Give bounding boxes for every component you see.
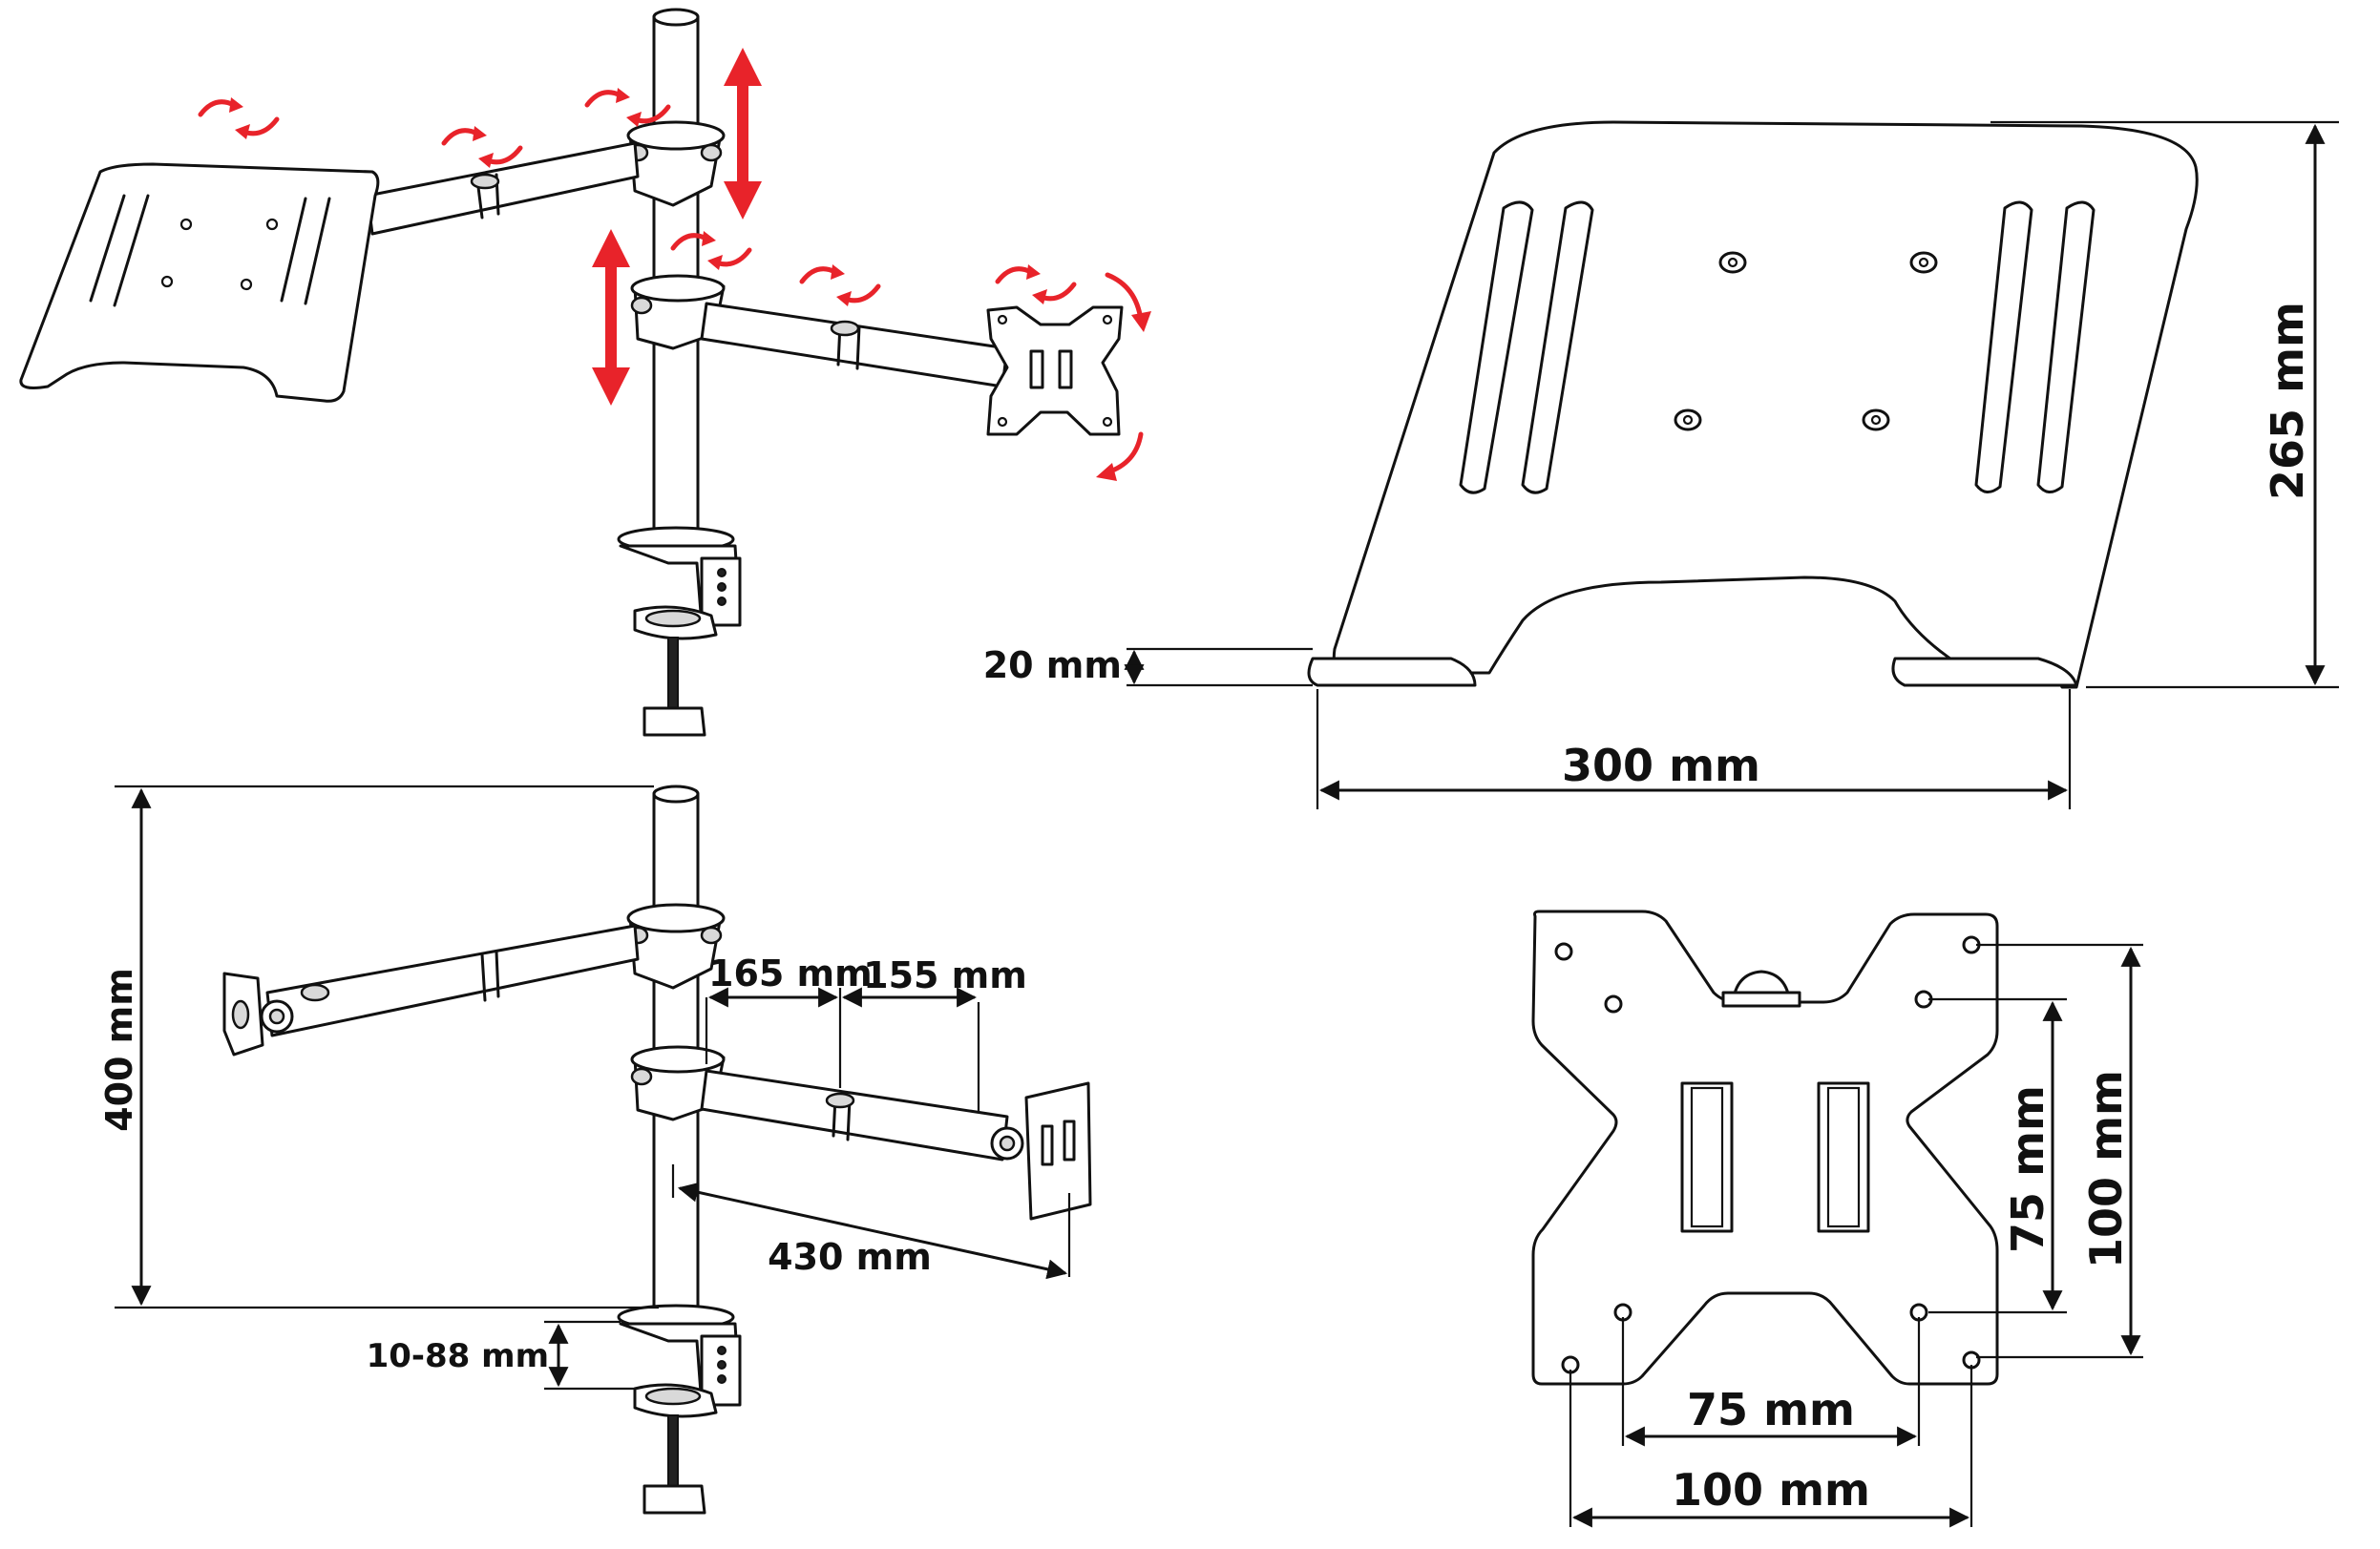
laptop-tray-drawing: 265 mm 20 mm 300 mm: [983, 120, 2339, 809]
mount-illustration-bottom: 400 mm 165 mm 155 mm 430 mm 10-88 mm: [98, 785, 1092, 1515]
tray-width-label: 300 mm: [1562, 740, 1760, 791]
arm-segment-1-label: 165 mm: [708, 952, 873, 994]
vesa-inner-vertical-label: 75 mm: [2002, 1085, 2054, 1253]
pole-height-label: 400 mm: [98, 968, 140, 1132]
tray-lip-height-label: 20 mm: [983, 644, 1122, 686]
rotation-arrow-icons: [198, 88, 1151, 481]
clamp-range-label: 10-88 mm: [367, 1337, 549, 1375]
tray-height-label: 265 mm: [2262, 302, 2313, 500]
mount-illustration-top: [19, 8, 1151, 737]
vesa-outer-horizontal-label: 100 mm: [1672, 1464, 1870, 1516]
arm-reach-label: 430 mm: [768, 1236, 932, 1278]
vesa-outer-vertical-label: 100 mm: [2080, 1070, 2132, 1268]
height-adjust-arrow-lower: [592, 229, 630, 406]
height-adjust-arrow-upper: [724, 48, 762, 220]
arm-segment-2-label: 155 mm: [863, 954, 1027, 996]
vesa-inner-horizontal-label: 75 mm: [1687, 1384, 1855, 1435]
vesa-plate-drawing: 100 mm 75 mm 75 mm 100 mm: [1531, 910, 2143, 1528]
